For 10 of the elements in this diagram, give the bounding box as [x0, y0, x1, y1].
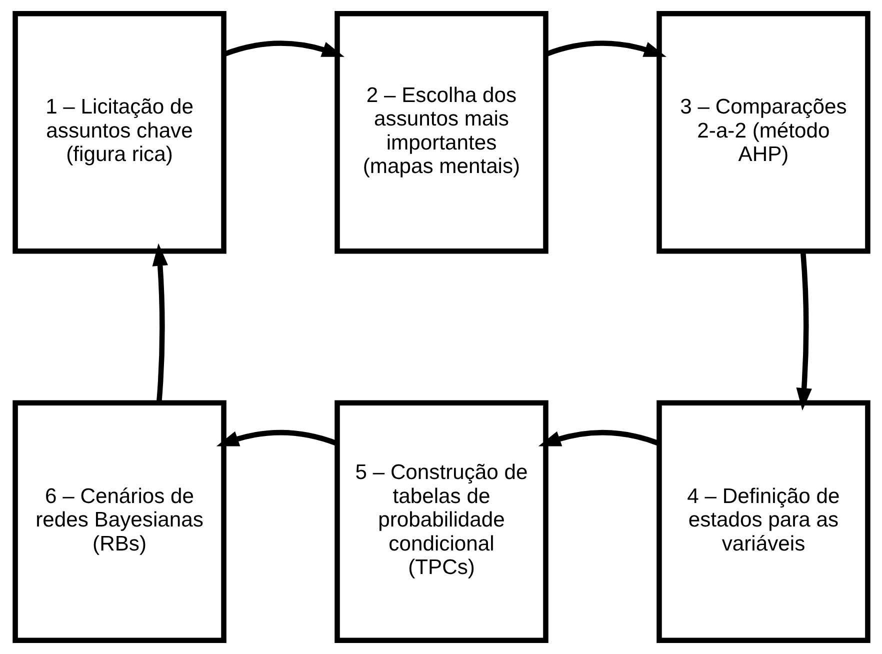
node-box: 3 – Comparações 2-a-2 (método AHP): [656, 10, 870, 254]
arrow: [538, 430, 660, 446]
arrow: [796, 251, 812, 411]
node-box: 6 – Cenários de redes Bayesianas (RBs): [12, 400, 226, 644]
arrow: [216, 430, 338, 446]
node-box: 4 – Definição de estados para as variáveis: [656, 400, 870, 644]
node-box: 1 – Licitação de assuntos chave (figura rica): [12, 10, 226, 254]
node-box: 5 – Construção de tabelas de probabilidade condicional (TPCs): [334, 400, 548, 644]
arrow: [152, 243, 168, 403]
node-box: 2 – Escolha dos assuntos mais importantes (mapas mentais): [334, 10, 548, 254]
